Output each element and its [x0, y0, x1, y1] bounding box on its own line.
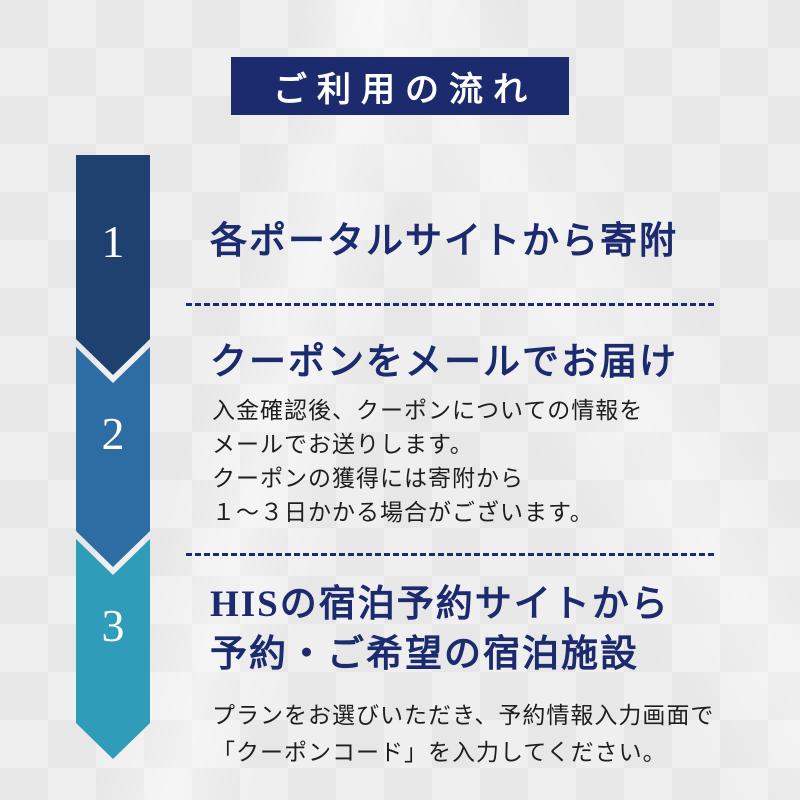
step2-description: 入金確認後、クーポンについての情報を メールでお送りします。 クーポンの獲得には…: [212, 393, 643, 529]
step3-title-line-1: HISの宿泊予約サイトから: [210, 584, 670, 625]
step-number-1: 1: [101, 215, 125, 267]
dashed-divider-1: [186, 303, 714, 306]
step3-description-line-1: プランをお選びいただき、予約情報入力画面で: [212, 702, 715, 728]
step2-description-line-4: １～３日かかる場合がございます。: [212, 499, 594, 525]
step3-description: プランをお選びいただき、予約情報入力画面で 「クーポンコード」を入力してください…: [212, 697, 714, 771]
step3-description-line-2: 「クーポンコード」を入力してください。: [212, 739, 667, 765]
step1-title: 各ポータルサイトから寄附: [210, 221, 678, 262]
step-number-3: 3: [101, 599, 125, 651]
dashed-divider-2: [186, 553, 714, 556]
step3-title-line-2: 予約・ご希望の宿泊施設: [210, 634, 639, 675]
page-title: ご利用の流れ: [273, 71, 537, 109]
step-number-2: 2: [101, 407, 125, 459]
step2-description-line-3: クーポンの獲得には寄附から: [212, 465, 524, 491]
header-banner: ご利用の流れ: [231, 57, 569, 115]
step2-title: クーポンをメールでお届け: [210, 342, 678, 383]
step2-description-line-1: 入金確認後、クーポンについての情報を: [212, 397, 644, 423]
step-arrow-3: 3: [76, 539, 150, 759]
step3-title: HISの宿泊予約サイトから 予約・ご希望の宿泊施設: [210, 580, 670, 680]
step-arrow-2: 2: [76, 347, 150, 567]
step2-description-line-2: メールでお送りします。: [212, 431, 474, 457]
step-arrow-1: 1: [76, 155, 150, 375]
